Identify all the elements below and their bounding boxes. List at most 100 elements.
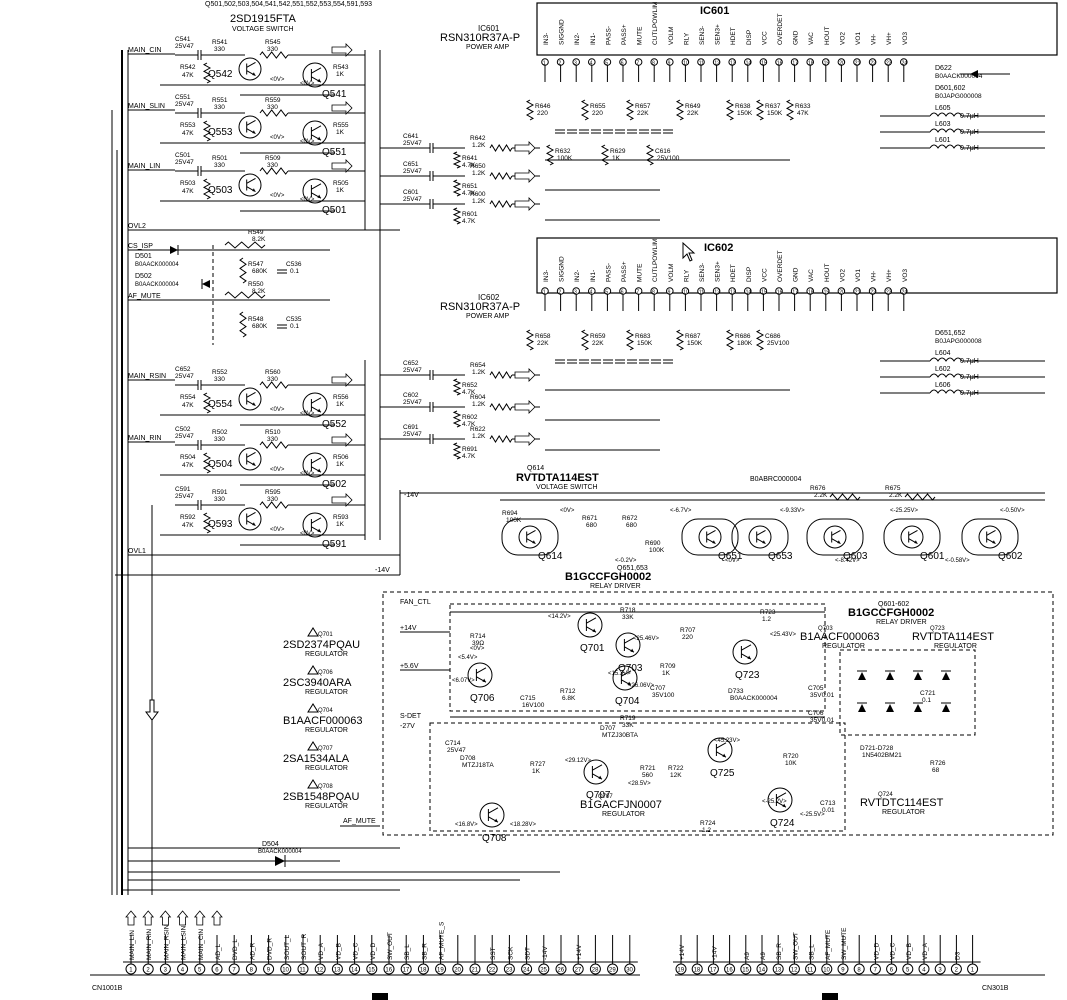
- reg-right-part: B1GACFJN0007: [580, 799, 662, 811]
- connector-pin-number: 9: [267, 968, 271, 974]
- resistor-value: 1.2K: [472, 170, 486, 177]
- connector-pin-number: 22: [489, 968, 496, 974]
- ic-pin-number: 17: [792, 60, 798, 66]
- component-value: 150K: [737, 110, 753, 117]
- signal-arrow-icon: [514, 169, 536, 183]
- resistor-ref: R600: [470, 191, 486, 198]
- connector-pin-number: 1: [129, 968, 133, 974]
- resistor: [452, 207, 462, 225]
- component-value: 25V100: [657, 155, 680, 162]
- signal-arrow-icon: [514, 400, 536, 414]
- ic-pin-label: VO3: [902, 269, 909, 282]
- signal-arrow-icon: [514, 368, 536, 382]
- warning-triangle-icon: [307, 665, 319, 675]
- connector-pin-number: 17: [403, 968, 410, 974]
- connector-pin-number: 9: [841, 968, 845, 974]
- reg-right-function: REGULATOR: [882, 809, 925, 816]
- reg-right-part: RVTDTA114EST: [912, 631, 994, 643]
- resistor: [489, 172, 513, 180]
- cap-value: 25V47: [403, 399, 422, 406]
- resistor-ref: R555: [333, 122, 349, 129]
- warning-triangle-icon: [307, 627, 319, 637]
- diode-ref: D601,602: [935, 85, 965, 92]
- ic601-function: POWER AMP: [466, 44, 510, 51]
- ic-pin-label: IN3-: [543, 270, 550, 282]
- reg-transistor-q706: [467, 662, 493, 688]
- component-value: 47K: [797, 110, 809, 117]
- connector-pin-label: D3: [954, 951, 961, 960]
- relay-voltage-label: <0V>: [725, 558, 740, 564]
- reg-part-ref: D721-D728: [860, 745, 894, 752]
- transistor-q541: [302, 62, 328, 88]
- relay2-refs: Q601-602: [878, 601, 909, 608]
- reg-transistor-q724: [767, 787, 793, 813]
- component-ref: R687: [685, 333, 701, 340]
- resistor-value: 330: [214, 496, 225, 503]
- component-ref: R637: [765, 103, 781, 110]
- relay-transistor-q602: [978, 525, 1002, 549]
- ic-pin-label: VOLM: [668, 27, 675, 45]
- reg-part-ref: R707: [680, 627, 696, 634]
- relay-transistor-q603: [823, 525, 847, 549]
- connector-pin-number: 20: [454, 968, 461, 974]
- connector-pin-number: 11: [807, 968, 814, 974]
- ic-pin-number: 8: [652, 289, 655, 295]
- cap-value: 25V47: [403, 168, 422, 175]
- relay1-function: RELAY DRIVER: [590, 583, 641, 590]
- relay-transistor-label: Q651: [718, 551, 743, 562]
- relay-resistor-ref: R694: [502, 510, 518, 517]
- reg-part-ref: R712: [560, 688, 576, 695]
- resistor-value: 330: [267, 376, 278, 383]
- ic-pin-label: GND: [793, 30, 800, 45]
- reg-part-value: 25V47: [447, 747, 466, 754]
- resistor-ref: R502: [212, 429, 228, 436]
- connector-pin-label: MAIN_CIN: [198, 929, 205, 960]
- reg-part-value: 10K: [785, 760, 797, 767]
- resistor: [489, 435, 513, 443]
- resistor-ref: R593: [333, 514, 349, 521]
- inductor-icon: [929, 144, 963, 149]
- voltage-label: <0V>: [270, 407, 285, 413]
- ic-pin-label: OVERDET: [777, 14, 784, 45]
- signal-arrow-icon: [514, 141, 536, 155]
- connector-pin-label: VD_A: [922, 942, 929, 960]
- reg-transistor-q707: [583, 759, 609, 785]
- transistor-label: Q504: [208, 459, 233, 470]
- connector-pin-label: VD_B: [906, 943, 913, 960]
- ic601-ref-label: IC601: [478, 24, 500, 33]
- cap-value: 25V47: [403, 140, 422, 147]
- ic-pin-number: 16: [777, 60, 783, 66]
- connector-pin-number: 19: [677, 968, 684, 974]
- resistor: [259, 51, 289, 59]
- connector-pin-label: +14V: [679, 944, 686, 960]
- transistor-label: Q553: [208, 127, 233, 138]
- voltage-label: <0V>: [300, 139, 315, 145]
- component-value: 220: [537, 110, 548, 117]
- connector-pin-number: 16: [385, 968, 392, 974]
- reg-right-part: RVTDTC114EST: [860, 797, 944, 809]
- ic-pin-label: VO2: [839, 32, 846, 45]
- svg-text:D502: D502: [135, 273, 152, 280]
- reg-right-ref: Q724: [878, 792, 893, 798]
- ic-pin-label: VOLM: [668, 264, 675, 282]
- reg-part-value: 1K: [532, 768, 541, 775]
- resistor-value: 47K: [182, 188, 194, 195]
- connector-pin-label: SOUT_R: [301, 933, 308, 960]
- relay-transistor-label: Q653: [768, 551, 793, 562]
- connector-pin-label: SB_L: [809, 944, 816, 960]
- ic-pin-number: 23: [886, 60, 892, 66]
- connector-pin-label: A9: [760, 952, 767, 960]
- reg-voltage-label: <18.28V>: [510, 822, 537, 828]
- d502: D502 B0AACK000004: [135, 273, 210, 289]
- reg-legend-function: REGULATOR: [305, 765, 348, 772]
- ic-pin-label: PASS-: [605, 263, 612, 282]
- resistor-value: 1.2K: [472, 433, 486, 440]
- cap-ref: C652: [175, 366, 191, 373]
- resistor-value: 330: [214, 162, 225, 169]
- bridge-diode-icon: [942, 672, 950, 680]
- transistor-label: Q554: [208, 399, 233, 410]
- reg-part-ref: R724: [700, 820, 716, 827]
- relay-transistor-label: Q614: [538, 551, 563, 562]
- reg-transistor-label: Q701: [580, 643, 605, 654]
- diode-part: B0AACK000004: [935, 73, 983, 80]
